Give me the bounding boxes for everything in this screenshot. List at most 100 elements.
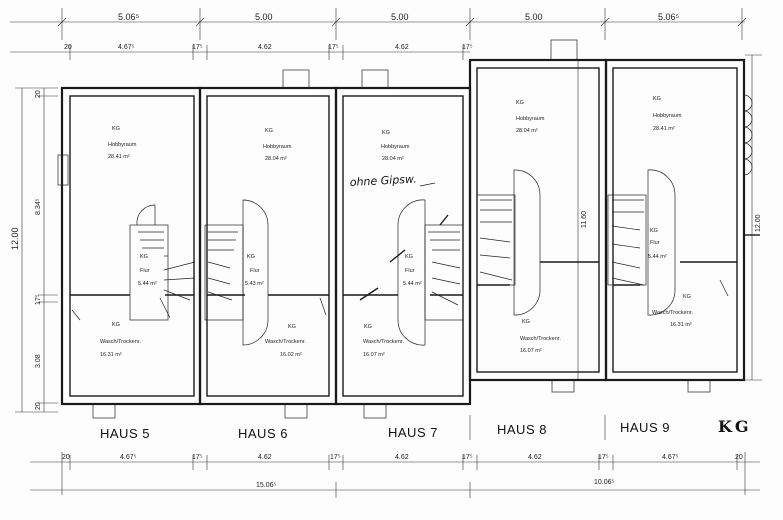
bottom-total-1: 15.06⁵ <box>256 482 277 489</box>
svg-text:16.02 m²: 16.02 m² <box>280 352 302 358</box>
bottom-sub-dim-7: 17⁵ <box>462 454 473 461</box>
handwritten-note: ohne Gipsw. <box>349 173 417 189</box>
svg-text:5.44 m²: 5.44 m² <box>138 281 157 287</box>
window-well <box>550 39 578 61</box>
house-label-6: HAUS 6 <box>238 426 288 441</box>
top-sub-dim-4: 4.62 <box>258 44 272 51</box>
top-dim-1: 5.06⁵ <box>118 12 140 22</box>
svg-text:Flur: Flur <box>405 268 415 274</box>
room-label: KG Hobbyraum 28.04 m² <box>516 100 545 134</box>
house-7 <box>334 69 472 419</box>
svg-text:KG: KG <box>516 100 524 106</box>
right-dim-inner: 11.60 <box>581 211 588 228</box>
left-total-dim: 12.00 <box>10 227 20 250</box>
svg-text:Flur: Flur <box>650 240 660 246</box>
door-swing <box>397 199 426 346</box>
svg-text:5.44 m²: 5.44 m² <box>403 281 422 287</box>
svg-text:KG: KG <box>522 319 530 325</box>
room-label: KG Wasch/Trockenr. 16.07 m² <box>520 319 561 354</box>
house-label-5: HAUS 5 <box>100 426 150 441</box>
room-label: KG Flur 5.44 m² <box>403 254 422 287</box>
svg-text:28.41 m²: 28.41 m² <box>653 126 675 132</box>
svg-text:16.31 m²: 16.31 m² <box>100 352 122 358</box>
svg-text:Hobbyraum: Hobbyraum <box>381 144 410 150</box>
left-dim-2: 8.34⁵ <box>35 198 42 215</box>
staircase <box>138 231 196 319</box>
left-dim-1: 20 <box>35 90 42 98</box>
top-dim-2: 5.00 <box>255 12 273 22</box>
room-label: KG Wasch/Trockenr. 16.07 m² <box>363 324 404 358</box>
door-swing <box>513 169 541 316</box>
window-bay <box>743 94 753 176</box>
top-dim-5: 5.06⁵ <box>658 12 680 22</box>
window-well <box>57 154 69 186</box>
window-well <box>363 403 387 419</box>
room-label: KG Flur 5.43 m² <box>245 254 264 287</box>
top-sub-dim-3: 17⁵ <box>192 44 203 51</box>
svg-text:Wasch/Trockenr.: Wasch/Trockenr. <box>265 339 306 345</box>
top-sub-dim-7: 17⁵ <box>462 44 473 51</box>
right-dim-total: 12.00 <box>755 214 762 232</box>
svg-text:28.04 m²: 28.04 m² <box>265 156 287 162</box>
staircase <box>611 199 645 286</box>
right-dimension-line <box>577 54 762 381</box>
bottom-dimension-line <box>30 452 760 498</box>
svg-text:Flur: Flur <box>250 268 260 274</box>
svg-text:16.31 m²: 16.31 m² <box>670 322 692 328</box>
house-label-8: HAUS 8 <box>497 422 547 437</box>
svg-text:28.04 m²: 28.04 m² <box>516 128 538 134</box>
house-label-9: HAUS 9 <box>620 420 670 435</box>
svg-text:16.07 m²: 16.07 m² <box>363 352 385 358</box>
door-swing <box>242 199 269 346</box>
svg-text:KG: KG <box>382 130 390 136</box>
staircase <box>479 199 513 281</box>
window-well <box>92 403 116 419</box>
svg-text:KG: KG <box>405 254 413 260</box>
svg-text:Wasch/Trockenr.: Wasch/Trockenr. <box>652 310 693 316</box>
room-label: KG Flur 5.44 m² <box>138 254 157 287</box>
room-label: KG Wasch/Trockenr. 16.31 m² <box>652 294 693 328</box>
window-well <box>284 403 308 419</box>
top-sub-dim-1: 20 <box>64 44 72 51</box>
bottom-sub-dim-1: 20 <box>62 454 70 461</box>
bottom-sub-dim-2: 4.67⁵ <box>120 454 137 461</box>
svg-text:KG: KG <box>140 254 148 260</box>
svg-text:KG: KG <box>288 324 296 330</box>
svg-text:Wasch/Trockenr.: Wasch/Trockenr. <box>100 339 141 345</box>
top-sub-dim-2: 4.67⁵ <box>118 44 135 51</box>
room-label: KG Wasch/Trockenr. 16.02 m² <box>265 324 306 358</box>
house-5 <box>57 86 202 419</box>
bottom-sub-dim-8: 4.62 <box>528 454 542 461</box>
svg-text:5.43 m²: 5.43 m² <box>245 281 264 287</box>
staircase <box>207 231 238 301</box>
bottom-sub-dim-5: 17⁵ <box>330 454 341 461</box>
svg-text:Hobbyraum: Hobbyraum <box>653 113 682 119</box>
left-dim-3: 17⁵ <box>35 294 42 305</box>
svg-text:KG: KG <box>112 126 120 132</box>
svg-text:16.07 m²: 16.07 m² <box>520 348 542 354</box>
door-swing <box>136 204 156 226</box>
svg-text:Wasch/Trockenr.: Wasch/Trockenr. <box>520 336 561 342</box>
svg-text:Flur: Flur <box>140 268 150 274</box>
svg-text:28.41 m²: 28.41 m² <box>108 154 130 160</box>
staircase <box>428 231 461 306</box>
svg-text:KG: KG <box>683 294 691 300</box>
svg-text:KG: KG <box>650 228 658 234</box>
bottom-sub-dim-11: 20 <box>735 454 743 461</box>
svg-text:KG: KG <box>364 324 372 330</box>
room-label: KG Wasch/Trockenr. 16.31 m² <box>100 322 141 358</box>
top-dim-3: 5.00 <box>391 12 409 22</box>
window-well <box>551 379 575 393</box>
svg-text:Hobbyraum: Hobbyraum <box>516 116 545 122</box>
room-label: KG Flur 5.44 m² <box>648 228 667 260</box>
room-label: KG Hobbyraum 28.04 m² <box>381 130 410 162</box>
top-dim-4: 5.00 <box>525 12 543 22</box>
room-label: KG Hobbyraum 28.41 m² <box>108 126 137 160</box>
svg-text:KG: KG <box>265 128 273 134</box>
window-well <box>282 69 310 89</box>
house-6 <box>198 69 338 419</box>
svg-text:KG: KG <box>112 322 120 328</box>
top-sub-dim-5: 17⁵ <box>328 44 339 51</box>
room-label: KG Hobbyraum 28.04 m² <box>263 128 292 162</box>
